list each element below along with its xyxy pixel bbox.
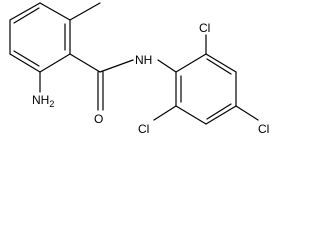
amine-label: NH2 [32, 93, 54, 109]
bond-ring1-c1-c2-inner [13, 7, 40, 24]
bond-ring1-c6-c1 [39, 2, 71, 21]
bond-ring-carbonyl [69, 53, 101, 73]
bond-ring2-c2-c3 [205, 53, 237, 73]
bond-cl-right [235, 105, 259, 121]
chlorine-right-label: Cl [258, 122, 269, 136]
bonds [9, 2, 259, 125]
chlorine-bottom-left-label: Cl [138, 122, 149, 136]
bond-ring2-c1-c2 [175, 53, 207, 73]
bond-cl-bottom-left [153, 105, 177, 121]
bond-methyl [69, 2, 101, 21]
bond-carbonyl-n [99, 59, 134, 73]
carbonyl-oxygen-label: O [94, 112, 103, 126]
structural-formula: NH2 O NH Cl Cl Cl [9, 2, 269, 136]
bond-n-ring2 [157, 59, 177, 73]
bond-ring1-c3-c4-inner [13, 50, 40, 67]
amide-nh-label: NH [135, 53, 152, 67]
bond-ring2-c5-c6 [175, 105, 207, 125]
atom-labels: NH2 O NH Cl Cl Cl [32, 21, 269, 136]
bond-ring2-c2-c3-inner [206, 58, 232, 75]
chlorine-top-label: Cl [199, 21, 210, 35]
bond-ring1-c1-c2 [9, 2, 41, 21]
bond-ring1-c3-c4 [9, 53, 41, 73]
bond-ring2-c4-c5-inner [206, 103, 232, 120]
bond-ring2-c4-c5 [205, 105, 237, 125]
bond-ring1-c4-c5 [39, 53, 71, 73]
